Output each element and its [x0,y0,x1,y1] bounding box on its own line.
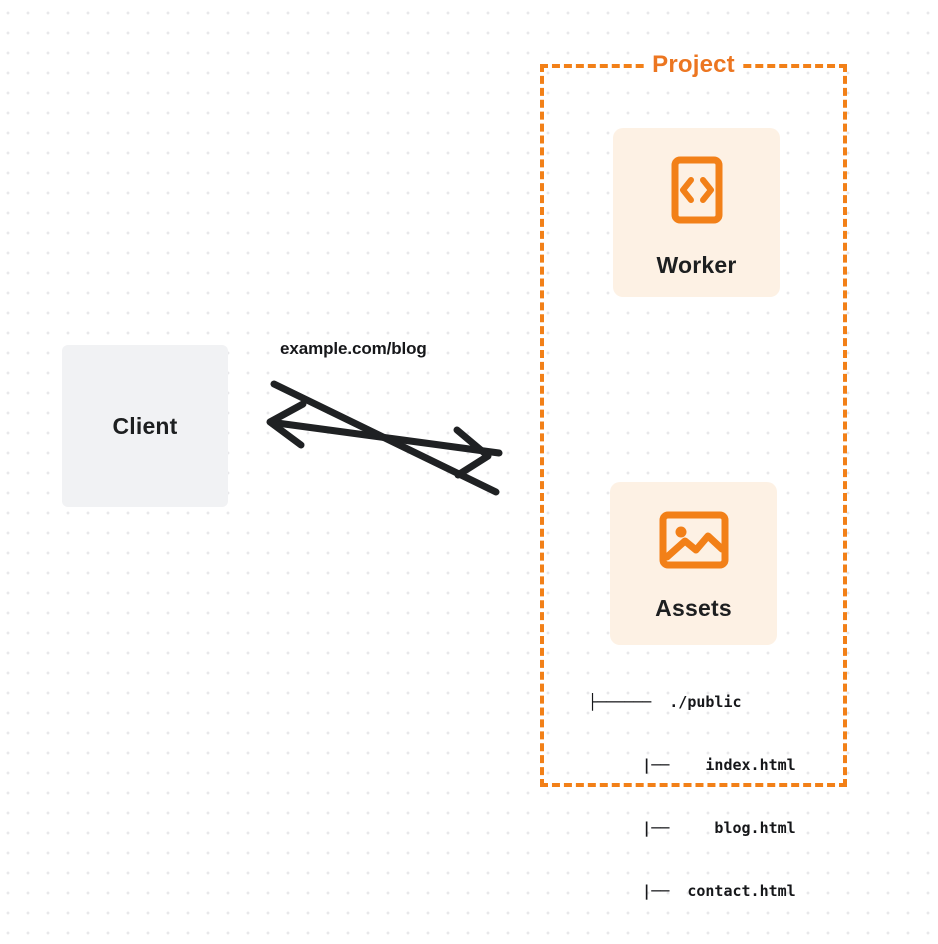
client-label: Client [112,412,178,439]
asset-file-tree: ├────── ./public |── index.html |── blog… [588,650,796,944]
file-tree-row: |── blog.html [588,819,796,837]
client-node[interactable]: Client [62,345,228,507]
worker-node[interactable]: Worker [613,128,780,297]
diagram-canvas: Client example.com/blog Project Worker [62,51,847,900]
worker-label: Worker [656,252,737,278]
assets-label: Assets [655,595,732,621]
response-arrow [266,400,503,457]
assets-node[interactable]: Assets [610,482,777,645]
project-title-wrap: Project [540,51,847,79]
image-icon [659,511,729,574]
project-title: Project [645,51,742,78]
file-tree-row: ├────── ./public [588,693,742,711]
file-tree-row: |── index.html [588,756,796,774]
file-tree-row: |── contact.html [588,882,796,900]
code-file-icon [671,156,723,229]
connection-url-label: example.com/blog [280,339,427,358]
request-arrow [270,380,500,496]
